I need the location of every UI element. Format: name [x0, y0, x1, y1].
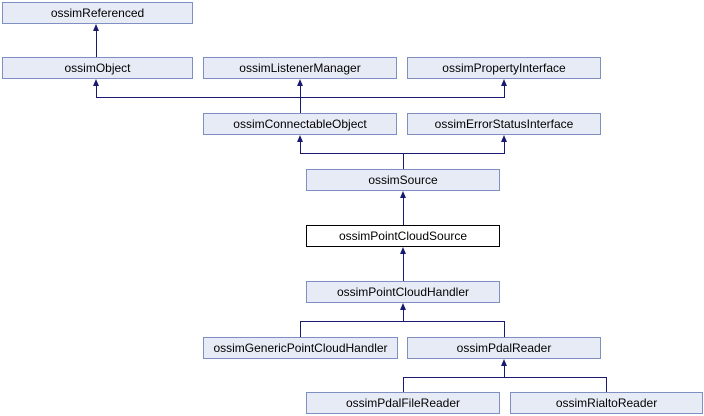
edge-source-connectable — [300, 142, 301, 153]
edge-pointcloudsource-source — [403, 198, 404, 225]
edge-handler-children-stem — [403, 310, 404, 321]
arrowhead-up-icon — [92, 79, 99, 86]
arrowhead-up-icon — [92, 24, 99, 31]
node-ossimSource[interactable]: ossimSource — [306, 169, 500, 191]
edge-pdalreader-stem — [504, 321, 505, 337]
edge-pointcloudhandler-pointcloudsource — [403, 254, 404, 281]
edge-connectable-object — [96, 86, 97, 97]
edge-rialtoreader-stem — [606, 377, 607, 392]
edge-pdalreader-children-bus — [403, 377, 607, 378]
arrowhead-up-icon — [500, 135, 507, 142]
node-ossimConnectableObject[interactable]: ossimConnectableObject — [203, 113, 397, 135]
edge-generichandler-stem — [300, 321, 301, 337]
node-ossimRialtoReader[interactable]: ossimRialtoReader — [510, 392, 703, 414]
edge-handler-children-bus — [300, 321, 505, 322]
edge-pdalreader-children-stem — [504, 366, 505, 377]
edge-connectable-propertyinterface — [504, 86, 505, 97]
node-ossimReferenced[interactable]: ossimReferenced — [2, 2, 193, 24]
edge-object-referenced — [96, 31, 97, 57]
node-ossimGenericPointCloudHandler[interactable]: ossimGenericPointCloudHandler — [203, 337, 398, 359]
edge-source-errorstatus — [504, 142, 505, 153]
arrowhead-up-icon — [500, 359, 507, 366]
node-ossimErrorStatusInterface[interactable]: ossimErrorStatusInterface — [407, 113, 601, 135]
edge-source-stem — [403, 153, 404, 169]
node-ossimPdalFileReader[interactable]: ossimPdalFileReader — [306, 392, 500, 414]
arrowhead-up-icon — [399, 247, 406, 254]
edge-connectable-listenermanager — [300, 86, 301, 113]
node-ossimPointCloudHandler[interactable]: ossimPointCloudHandler — [306, 281, 500, 303]
node-ossimPropertyInterface[interactable]: ossimPropertyInterface — [407, 57, 601, 79]
node-ossimObject[interactable]: ossimObject — [2, 57, 193, 79]
arrowhead-up-icon — [296, 135, 303, 142]
arrowhead-up-icon — [399, 303, 406, 310]
node-ossimListenerManager[interactable]: ossimListenerManager — [203, 57, 397, 79]
edge-pdalfilereader-stem — [403, 377, 404, 392]
node-ossimPdalReader[interactable]: ossimPdalReader — [407, 337, 601, 359]
node-ossimPointCloudSource-current: ossimPointCloudSource — [306, 225, 500, 247]
arrowhead-up-icon — [399, 191, 406, 198]
arrowhead-up-icon — [500, 79, 507, 86]
arrowhead-up-icon — [296, 79, 303, 86]
edge-source-parents-bus — [300, 153, 505, 154]
